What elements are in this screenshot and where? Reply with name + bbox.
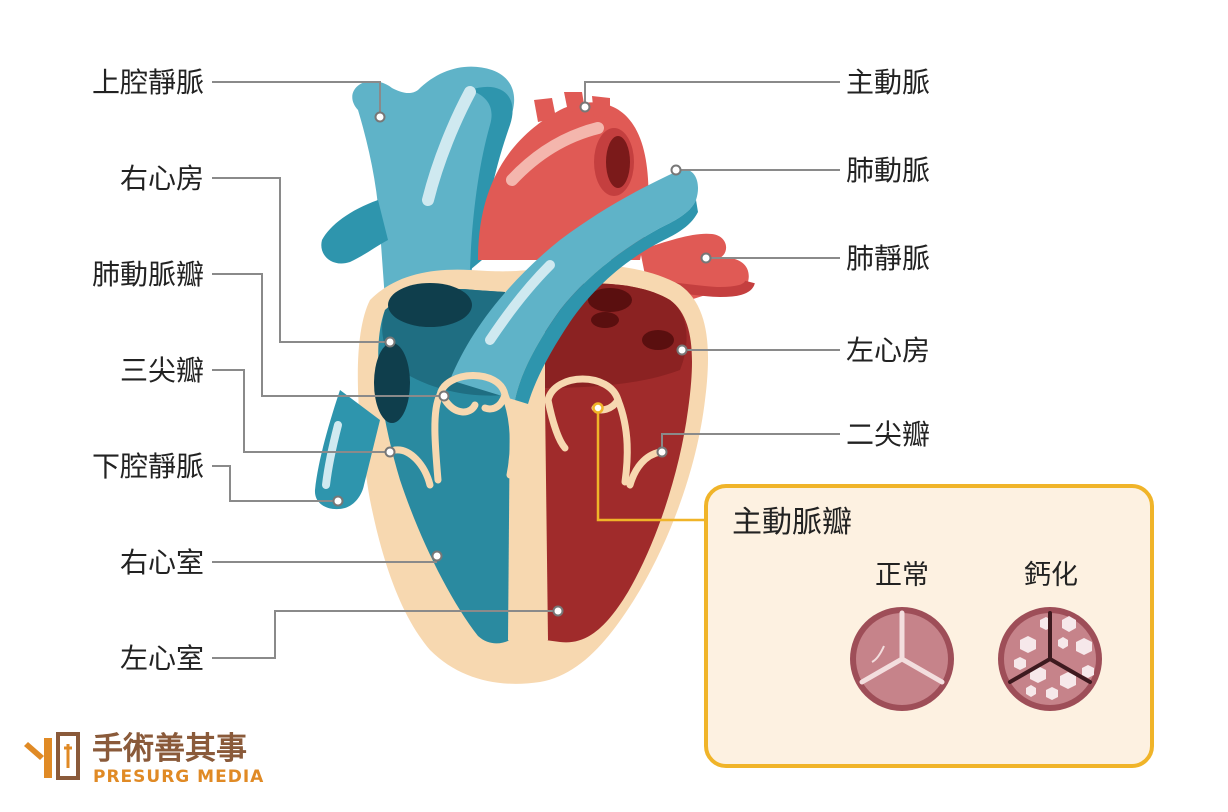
label-pulmonary-valve: 肺動脈瓣 xyxy=(92,258,204,291)
label-inferior-vena-cava: 下腔靜脈 xyxy=(92,450,204,483)
label-tricuspid-valve: 三尖瓣 xyxy=(120,354,204,387)
brachio-branch xyxy=(321,200,388,264)
valve-outlines xyxy=(391,372,664,489)
label-pulmonary-vein: 肺靜脈 xyxy=(846,242,930,275)
calcified-valve-icon xyxy=(998,607,1102,711)
anchor-dots xyxy=(332,101,712,617)
inset-calcified-label: 鈣化 xyxy=(1024,560,1078,591)
inset-title: 主動脈瓣 xyxy=(732,505,852,540)
brand-logo: 手術善其事 PRESURG MEDIA xyxy=(24,731,264,787)
septum xyxy=(508,400,548,647)
aorta-highlight xyxy=(506,122,604,186)
label-right-atrium: 右心房 xyxy=(120,162,204,195)
left-atrium-upper xyxy=(545,283,687,388)
rv-opening-2 xyxy=(374,343,410,423)
brand-name-cn: 手術善其事 xyxy=(92,731,247,767)
la-opening-2 xyxy=(642,330,674,350)
label-superior-vena-cava: 上腔靜脈 xyxy=(92,66,204,99)
heart-body xyxy=(314,66,755,684)
aorta-lumen xyxy=(606,136,630,188)
brand-name-en: PRESURG MEDIA xyxy=(93,767,264,787)
brand-mark-icon xyxy=(24,732,80,780)
svc-highlight xyxy=(422,86,476,206)
aorta-top-branch-3 xyxy=(592,96,610,118)
ivc-highlight xyxy=(322,421,342,489)
aortic-valve-inset: 主動脈瓣 正常 鈣化 xyxy=(704,484,1154,768)
label-left-ventricle: 左心室 xyxy=(120,642,204,675)
label-left-atrium: 左心房 xyxy=(846,334,930,367)
inferior-vena-cava-shape xyxy=(314,390,380,510)
rv-opening-1 xyxy=(388,283,472,327)
label-mitral-valve: 二尖瓣 xyxy=(846,418,930,451)
label-aorta: 主動脈 xyxy=(846,66,930,99)
la-opening-1 xyxy=(588,288,632,312)
aorta-top-branch-1 xyxy=(534,98,556,122)
inset-normal-label: 正常 xyxy=(875,560,929,591)
leader-lines xyxy=(212,81,840,659)
pulmonary-artery-dark xyxy=(515,200,698,404)
left-labels: 上腔靜脈 右心房 肺動脈瓣 三尖瓣 下腔靜脈 右心室 左心室 xyxy=(92,66,204,675)
right-labels: 主動脈 肺動脈 肺靜脈 左心房 二尖瓣 xyxy=(846,66,930,451)
pa-highlight xyxy=(485,260,555,345)
label-pulmonary-artery: 肺動脈 xyxy=(846,154,930,187)
normal-valve-icon xyxy=(850,607,954,711)
label-right-ventricle: 右心室 xyxy=(120,546,204,579)
pulmonary-artery-shape xyxy=(450,169,699,400)
la-opening-3 xyxy=(591,312,619,328)
